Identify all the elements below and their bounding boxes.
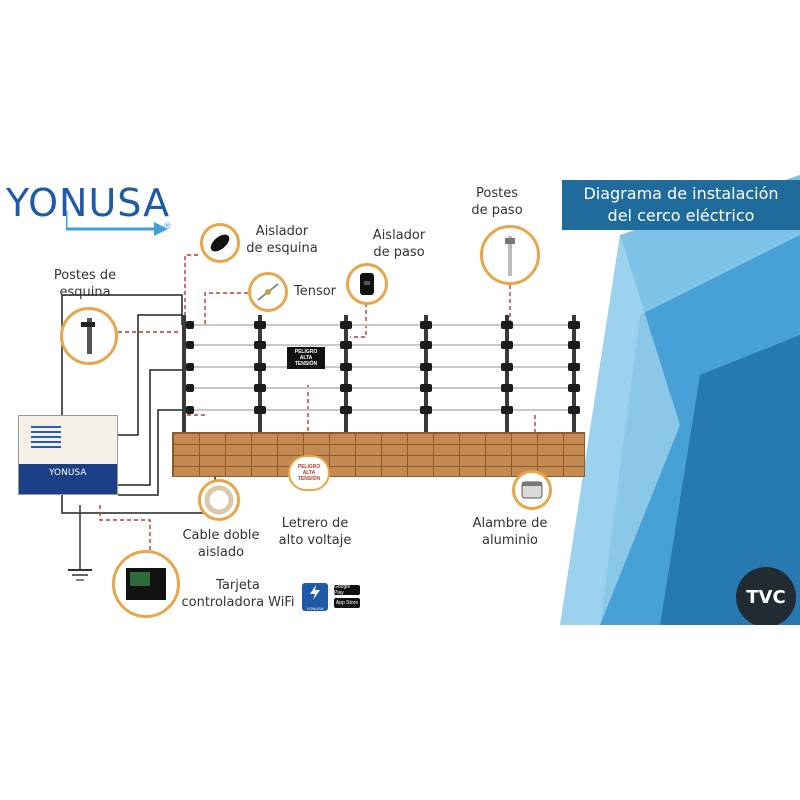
corner-post-left (182, 315, 186, 433)
label-corner-insulator-line-1: Aislador (255, 224, 309, 239)
registered-mark: ® (164, 221, 171, 231)
label-sign: Letrero de alto voltaje (270, 515, 360, 549)
fence-danger-sign: PELIGRO ALTA TENSIÓN (287, 347, 325, 369)
line-post (344, 315, 348, 433)
label-tensor: Tensor (293, 284, 337, 299)
tensor-callout (248, 272, 288, 312)
wifi-card-callout (112, 550, 180, 618)
label-aluminum-wire-line-2: aluminio (482, 533, 538, 548)
line-post-icon (505, 236, 515, 276)
corner-post-callout (60, 307, 118, 365)
tensor-icon (257, 283, 279, 301)
controller-indicators (31, 426, 61, 450)
lightning-icon (310, 585, 320, 600)
cable-callout (198, 479, 240, 521)
insulators (186, 321, 580, 414)
yonusa-app-icon: YONUSA (302, 583, 328, 611)
cable-coil-icon (204, 485, 234, 515)
label-corner-posts: Postes de esquina (40, 267, 130, 301)
wall-sign-text: PELIGRO ALTA TENSIÓN (298, 464, 321, 482)
corner-insulator-callout (200, 223, 240, 263)
corner-insulator-icon (210, 234, 230, 252)
line-insulator-icon (360, 273, 374, 295)
label-aluminum-wire: Alambre de aluminio (462, 515, 558, 549)
label-line-posts: Postes de paso (462, 185, 532, 219)
google-play-badge: Google Play (334, 584, 360, 596)
line-post-callout (480, 225, 540, 285)
label-corner-posts-line-2: esquina (59, 285, 111, 300)
insulators-layer (186, 321, 580, 414)
fence-sign-line-3: TENSIÓN (294, 361, 318, 367)
label-wifi-card-line-2: controladora WiFi (181, 595, 295, 610)
label-corner-insulator-line-2: de esquina (246, 241, 318, 256)
bg-shape-4 (560, 235, 680, 625)
label-line-insulator: Aislador de paso (364, 227, 434, 261)
title-line-1: Diagrama de instalación (583, 184, 779, 203)
label-wifi-card-line-1: Tarjeta (216, 578, 260, 593)
wall-sign-line-3: TENSIÓN (297, 476, 321, 482)
brick-wall (172, 432, 585, 477)
line-insulator-callout (346, 263, 388, 305)
label-sign-line-2: alto voltaje (278, 533, 352, 548)
diagram-title: Diagrama de instalación del cerco eléctr… (562, 180, 800, 230)
corner-post-icon (81, 318, 95, 354)
background-shapes (560, 175, 800, 625)
label-sign-line-1: Letrero de (281, 516, 349, 531)
line-post (505, 315, 509, 433)
tvc-badge: TVC (736, 567, 796, 625)
label-line-posts-line-2: de paso (471, 203, 523, 218)
label-aluminum-wire-line-1: Alambre de (472, 516, 548, 531)
label-line-insulator-line-1: Aislador (372, 228, 426, 243)
app-store-badge: App Store (334, 598, 360, 608)
energizer-controller: YONUSA (18, 415, 118, 495)
yonusa-logo: YONUSA ® (6, 181, 176, 241)
wall-sign-line-2: ALTA (302, 470, 316, 476)
logo-wordmark: YONUSA (6, 181, 171, 225)
fence-sign-line-2: ALTA (299, 355, 313, 361)
label-cable-line-2: aislado (197, 545, 245, 560)
diagram-slide: Diagrama de instalación del cerco eléctr… (0, 175, 800, 625)
label-line-insulator-line-2: de paso (373, 245, 425, 260)
app-icon-label: YONUSA (306, 606, 324, 611)
label-line-posts-line-1: Postes (476, 186, 518, 201)
line-post (424, 315, 428, 433)
controller-logo: YONUSA (49, 468, 87, 478)
label-corner-posts-line-1: Postes de (53, 268, 117, 283)
wifi-card-icon (126, 568, 166, 600)
wall-sign-line-1: PELIGRO (297, 464, 321, 470)
wire-spool-icon (521, 481, 543, 499)
logo-arrow-icon (66, 211, 168, 236)
label-corner-insulator: Aislador de esquina (242, 223, 322, 257)
high-voltage-sign-circle: PELIGRO ALTA TENSIÓN (288, 455, 330, 491)
fence-sign-line-1: PELIGRO (294, 349, 318, 355)
label-wifi-card: Tarjeta controladora WiFi (178, 577, 298, 611)
label-cable-line-1: Cable doble (182, 528, 260, 543)
label-cable: Cable doble aislado (176, 527, 266, 561)
corner-post-right (572, 315, 576, 433)
controller-band (19, 464, 117, 494)
line-post (258, 315, 262, 433)
bg-shape-3 (660, 335, 800, 625)
title-line-2: del cerco eléctrico (607, 206, 755, 225)
aluminum-wire-callout (512, 470, 552, 510)
